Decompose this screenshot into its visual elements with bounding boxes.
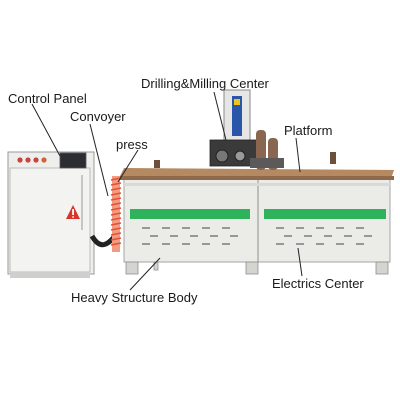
label-drilling-milling-center: Drilling&Milling Center <box>141 76 269 91</box>
green-stripes <box>130 209 386 219</box>
control-cabinet <box>7 151 95 278</box>
platform-top <box>120 168 394 180</box>
feed-clamps <box>154 152 336 168</box>
indicator-lights <box>17 157 47 163</box>
drilling-milling-head <box>209 89 263 167</box>
control-screen <box>59 152 87 169</box>
vent-slots <box>142 227 372 245</box>
electrical-hazard-triangle-icon <box>66 205 80 219</box>
machine-legs <box>125 261 389 275</box>
label-heavy-structure-body: Heavy Structure Body <box>71 290 198 305</box>
coiled-hose <box>110 176 122 252</box>
label-platform: Platform <box>284 123 333 138</box>
label-press: press <box>116 137 148 152</box>
label-electrics-center: Electrics Center <box>272 276 364 291</box>
press-rollers <box>250 130 284 170</box>
label-control-panel: Control Panel <box>8 91 87 106</box>
label-conveyor: Convoyer <box>70 109 126 124</box>
leader-lines <box>31 91 303 291</box>
